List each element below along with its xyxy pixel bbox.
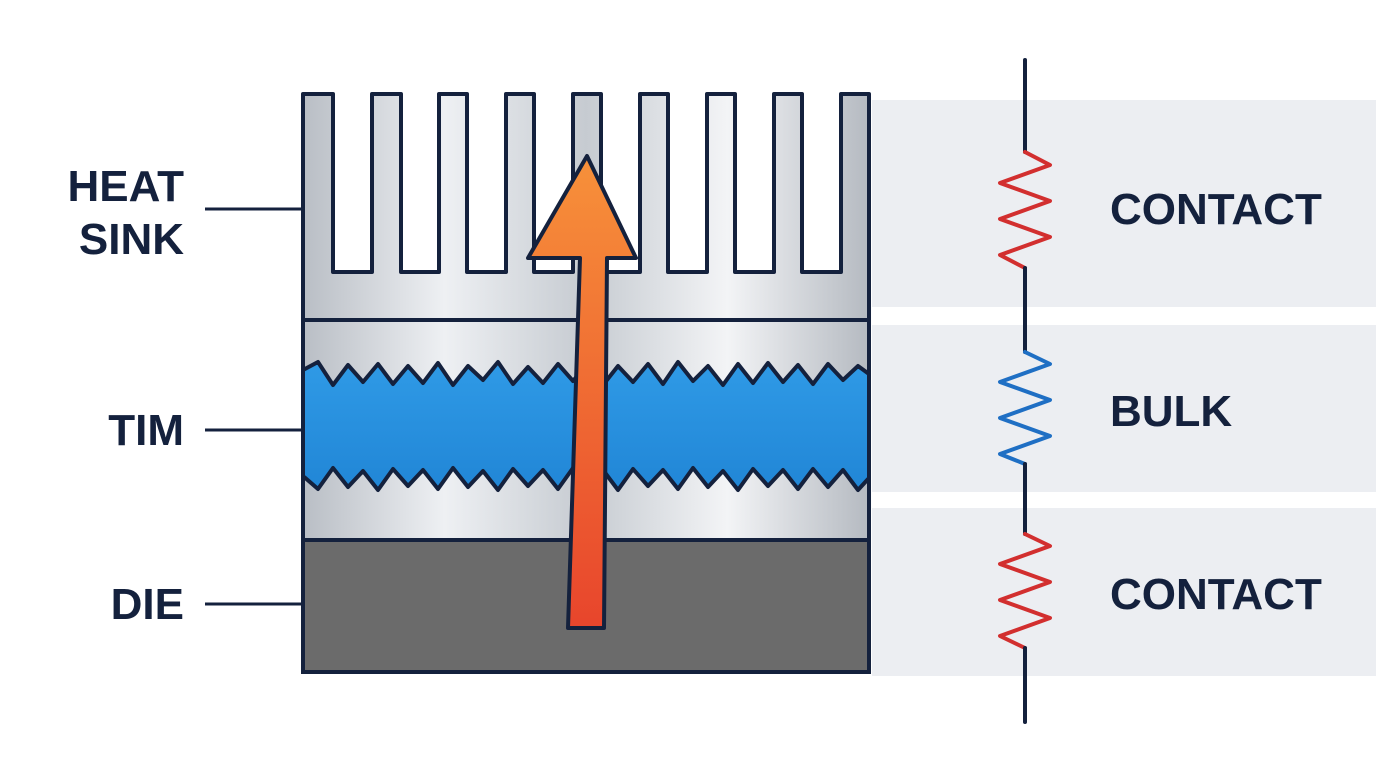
bulk-resistor	[998, 350, 1052, 466]
contact-label-bottom: CONTACT	[1110, 570, 1322, 619]
contact-resistor-bottom	[998, 532, 1052, 650]
bulk-label: BULK	[1110, 387, 1232, 436]
heat-sink-label-line1: HEAT	[67, 162, 184, 211]
heat-flow-arrow	[526, 154, 638, 630]
resistance-bands	[872, 100, 1376, 676]
band-middle	[872, 325, 1376, 492]
band-top	[872, 100, 1376, 307]
heat-sink-label-line2: SINK	[79, 215, 184, 264]
contact-label-top: CONTACT	[1110, 185, 1322, 234]
tim-label: TIM	[108, 406, 184, 455]
contact-resistor-top	[998, 150, 1052, 270]
left-leaders	[205, 207, 303, 606]
die-label: DIE	[111, 580, 184, 629]
band-bottom	[872, 508, 1376, 676]
thermal-resistance-chain	[998, 58, 1052, 724]
